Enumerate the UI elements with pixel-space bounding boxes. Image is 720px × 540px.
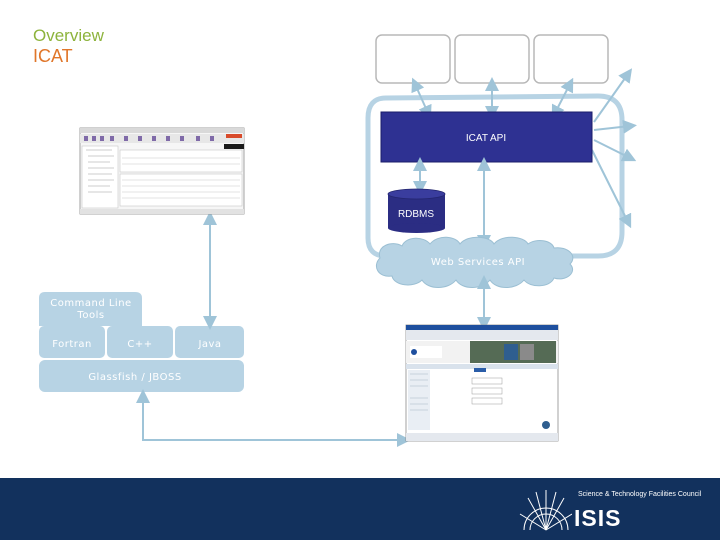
- java-label: Java: [197, 339, 221, 350]
- command-line-tools-box: [39, 292, 142, 326]
- fortran-box: [39, 326, 105, 358]
- client-box-3: [533, 34, 609, 84]
- stfc-org-name: Science & Technology Facilities Council: [578, 491, 702, 498]
- slide-title-overview: Overview: [33, 26, 104, 45]
- cpp-label: C++: [127, 339, 152, 350]
- isis-logo-text: ISIS: [574, 505, 622, 531]
- stfc-sunburst-icon: [519, 490, 572, 531]
- glassfish-label: Glassfish / JBOSS: [88, 372, 181, 383]
- cpp-box: [107, 326, 173, 358]
- web-client-screenshot: [405, 324, 559, 442]
- fortran-label: Fortran: [52, 339, 92, 350]
- rdbms-label: RDBMS: [398, 209, 434, 220]
- java-box: [175, 326, 244, 358]
- web-services-cloud: [376, 236, 574, 288]
- rdbms-cylinder: [387, 188, 446, 233]
- footer-band: [0, 478, 720, 540]
- client-box-2: [454, 34, 530, 84]
- client-box-1: [375, 34, 451, 84]
- slide-title-icat: ICAT: [33, 46, 73, 66]
- glassfish-box: [39, 360, 244, 392]
- web-services-api-label: Web Services API: [431, 257, 525, 268]
- icat-container: [365, 93, 625, 259]
- command-line-label-1: Command Line: [50, 298, 131, 309]
- icat-api-label: ICAT API: [466, 133, 506, 144]
- command-line-label-2: Tools: [76, 310, 104, 321]
- desktop-client-screenshot: [79, 127, 245, 215]
